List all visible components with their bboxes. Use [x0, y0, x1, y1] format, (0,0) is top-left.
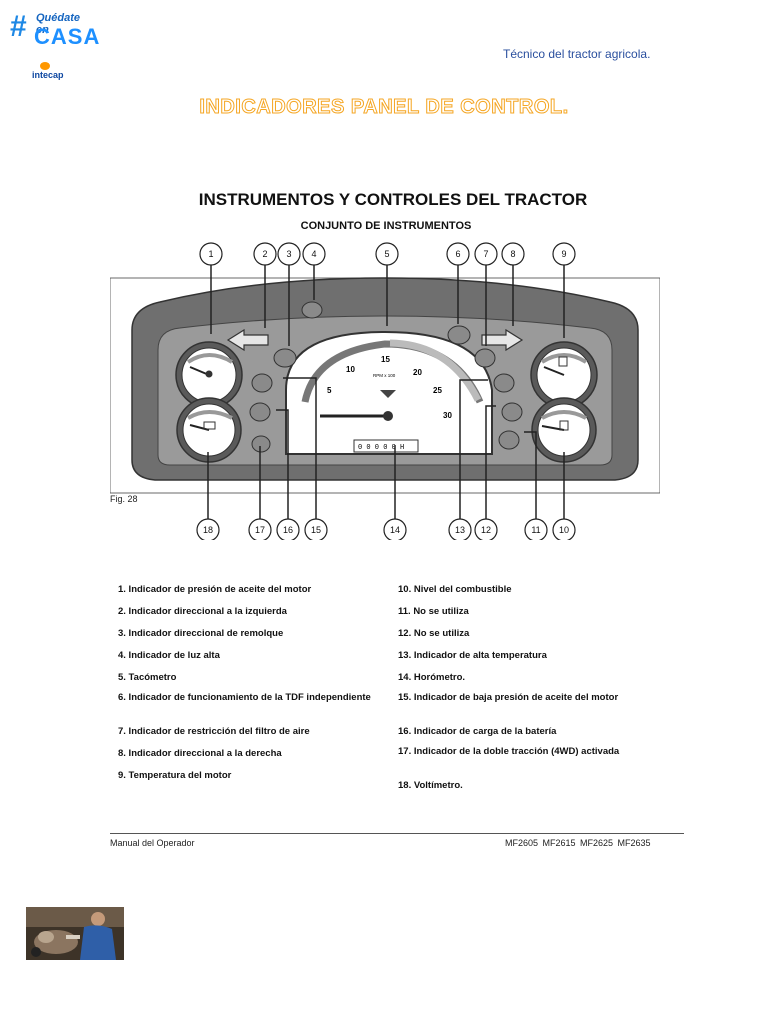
callout-8: 8 [510, 249, 515, 259]
callout-16: 16 [283, 525, 293, 535]
callout-7: 7 [483, 249, 488, 259]
legend-item-16: 16. Indicador de carga de la batería [398, 726, 557, 737]
tacho-unit: RPM x 100 [373, 373, 396, 378]
callout-6: 6 [455, 249, 460, 259]
logo-quedate: Quédate en [36, 12, 81, 36]
callout-4: 4 [311, 249, 316, 259]
callout-17: 17 [255, 525, 265, 535]
callout-12: 12 [481, 525, 491, 535]
legend-item-9: 9. Temperatura del motor [118, 770, 232, 781]
callout-3: 3 [286, 249, 291, 259]
callout-9: 9 [561, 249, 566, 259]
mechanic-photo [26, 907, 124, 960]
tacho-label-15: 15 [381, 355, 390, 364]
legend-item-10: 10. Nivel del combustible [398, 584, 512, 595]
hourmeter-display: 0 0 0 0 0 H [358, 444, 404, 452]
callout-18: 18 [203, 525, 213, 535]
figure-title: INSTRUMENTOS Y CONTROLES DEL TRACTOR [198, 190, 588, 209]
logo-hash: # [10, 10, 27, 43]
legend-item-8: 8. Indicador direccional a la derecha [118, 748, 282, 759]
callout-5: 5 [384, 249, 389, 259]
legend-item-1: 1. Indicador de presión de aceite del mo… [118, 584, 312, 595]
logo-casa: CASA [34, 24, 101, 49]
tacho-label-20: 20 [413, 368, 422, 377]
footer-manual: Manual del Operador [110, 838, 195, 848]
instrument-cluster-diagram: 5 10 15 20 25 30 RPM x 100 0 0 0 0 0 H [110, 242, 660, 540]
callout-13: 13 [455, 525, 465, 535]
legend-item-3: 3. Indicador direccional de remolque [118, 628, 284, 639]
tacho-label-5: 5 [327, 386, 332, 395]
legend-item-18: 18. Voltímetro. [398, 780, 463, 791]
tacho-label-25: 25 [433, 386, 442, 395]
tacho-label-10: 10 [346, 365, 355, 374]
figure-subtitle: CONJUNTO DE INSTRUMENTOS [300, 220, 472, 232]
legend-item-12: 12. No se utiliza [398, 628, 470, 639]
callout-1: 1 [208, 249, 213, 259]
callout-11: 11 [531, 525, 540, 535]
legend-item-7: 7. Indicador de restricción del filtro d… [118, 726, 310, 737]
legend-item-5: 5. Tacómetro [118, 672, 177, 683]
footer-divider [110, 833, 684, 834]
legend-item-4: 4. Indicador de luz alta [118, 650, 220, 661]
logo-intecap: intecap [32, 70, 64, 80]
footer-models: MF2605 MF2615 MF2625 MF2635 [505, 838, 651, 848]
legend-item-14: 14. Horómetro. [398, 672, 466, 683]
callout-14: 14 [390, 525, 400, 535]
legend-item-15: 15. Indicador de baja presión de aceite … [398, 692, 619, 703]
page-title: INDICADORES PANEL DE CONTROL. [199, 96, 569, 119]
tacho-label-30: 30 [443, 411, 452, 420]
header-course-title: Técnico del tractor agricola. [503, 47, 651, 61]
callout-2: 2 [262, 249, 267, 259]
legend-item-11: 11. No se utiliza [398, 606, 469, 617]
callout-10: 10 [559, 525, 569, 535]
legend-item-6: 6. Indicador de funcionamiento de la TDF… [118, 692, 371, 703]
figure-label: Fig. 28 [110, 494, 138, 504]
legend-item-13: 13. Indicador de alta temperatura [398, 650, 547, 661]
quedate-en-casa-logo: # Quédate en CASA intecap [10, 8, 99, 82]
intecap-logo-icon [40, 62, 50, 70]
legend-item-2: 2. Indicador direccional a la izquierda [118, 606, 287, 617]
legend-item-17: 17. Indicador de la doble tracción (4WD)… [398, 746, 620, 757]
callout-15: 15 [311, 525, 321, 535]
